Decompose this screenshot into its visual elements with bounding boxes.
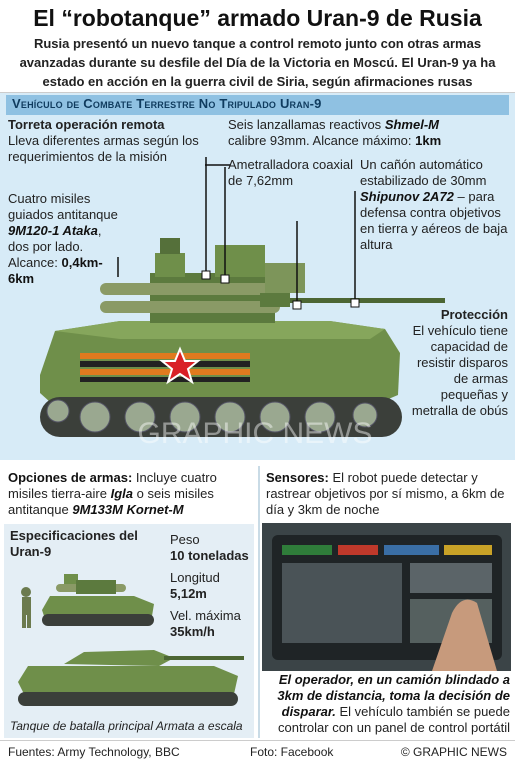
- missiles-range-label: Alcance:: [8, 255, 58, 270]
- missiles-line2: , dos por lado.: [8, 223, 102, 254]
- footer-credit: © GRAPHIC NEWS: [400, 745, 507, 759]
- turret-title: Torreta operación remota: [8, 117, 165, 132]
- operator-bold-text: El operador, en un camión blindado a 3km…: [277, 672, 510, 719]
- turret-text: Lleva diferentes armas según los requeri…: [8, 133, 199, 164]
- turret-block: Torreta operación remota Lleva diferente…: [8, 117, 208, 165]
- cannon-line1: Un cañón automático estabilizado de 30mm: [360, 157, 487, 188]
- flamethrower-line2: calibre 93mm. Alcance máximo:: [228, 133, 412, 148]
- specs-length: 5,12m: [170, 586, 207, 601]
- section-bar: Vehículo de Combate Terrestre No Tripula…: [6, 95, 509, 115]
- sensors-text: El robot puede detectar y rastrear objet…: [266, 470, 505, 517]
- missiles-line1: Cuatro misiles guiados antitanque: [8, 191, 118, 222]
- specs-length-label: Longitud: [170, 570, 220, 585]
- specs-box: Especificaciones del Uran-9 Peso 10 tone…: [4, 524, 254, 738]
- tank-illustration: GN: [40, 157, 445, 450]
- flamethrower-range: 1km: [415, 133, 442, 148]
- specs-illustration: [18, 574, 244, 706]
- page-subtitle: Rusia presentó un nuevo tanque a control…: [19, 36, 496, 89]
- weapon-options-name1: Igla: [110, 486, 133, 501]
- weapon-options-text1: Incluye cuatro misiles tierra-aire: [8, 470, 217, 501]
- machinegun-text: Ametralladora coaxial de 7,62mm: [228, 157, 354, 188]
- specs-weight-label: Peso: [170, 532, 200, 547]
- sensors-label: Sensores:: [266, 470, 329, 485]
- cannon-name: Shipunov 2A72: [360, 189, 454, 204]
- main-panel: Vehículo de Combate Terrestre No Tripula…: [0, 93, 515, 460]
- machinegun-block: Ametralladora coaxial de 7,62mm: [228, 157, 353, 189]
- weapon-options-label: Opciones de armas:: [8, 470, 133, 485]
- flamethrower-block: Seis lanzallamas reactivos Shmel-M calib…: [228, 117, 508, 149]
- armata-tank: [18, 650, 244, 706]
- page-title: El “robotanque” armado Uran-9 de Rusia: [33, 5, 482, 31]
- flamethrower-line1: Seis lanzallamas reactivos: [228, 117, 382, 132]
- missiles-name: 9M120-1 Ataka: [8, 223, 98, 238]
- specs-weight: 10 toneladas: [170, 548, 249, 563]
- missiles-range: 0,4km-6km: [8, 255, 103, 286]
- cannon-block: Un cañón automático estabilizado de 30mm…: [360, 157, 510, 253]
- footer-sources: Fuentes: Army Technology, BBC: [8, 745, 180, 759]
- control-panel-photo: [262, 523, 511, 671]
- protection-text: El vehículo tiene capacidad de resistir …: [411, 323, 508, 418]
- section-title: Vehículo de Combate Terrestre No Tripula…: [12, 96, 322, 111]
- watermark-text: GRAPHIC NEWS: [137, 417, 372, 450]
- uran9-small: [42, 574, 154, 626]
- operator-text: El vehículo también se puede controlar c…: [278, 704, 510, 735]
- operator-block: El operador, en un camión blindado a 3km…: [266, 672, 510, 736]
- column-divider: [258, 466, 260, 738]
- sensors-block: Sensores: El robot puede detectar y rast…: [266, 470, 508, 518]
- weapon-options-text2: o seis misiles antitanque: [8, 486, 214, 517]
- missiles-block: Cuatro misiles guiados antitanque 9M120-…: [8, 191, 126, 287]
- flamethrower-name: Shmel-M: [384, 117, 439, 132]
- footer: Fuentes: Army Technology, BBC Foto: Face…: [0, 740, 515, 765]
- protection-title: Protección: [440, 307, 508, 322]
- weapon-options-block: Opciones de armas: Incluye cuatro misile…: [8, 470, 253, 518]
- specs-speed: 35km/h: [170, 624, 215, 639]
- footer-photo: Foto: Facebook: [250, 745, 334, 759]
- header: El “robotanque” armado Uran-9 de Rusia R…: [0, 0, 515, 93]
- protection-block: Protección El vehículo tiene capacidad d…: [400, 307, 508, 419]
- weapon-options-name2: 9M133M Kornet-M: [72, 502, 184, 517]
- cannon-line2: – para defensa contra objetivos en tierr…: [360, 189, 508, 252]
- specs-title: Especificaciones del Uran-9: [10, 528, 138, 559]
- specs-speed-label: Vel. máxima: [170, 608, 241, 623]
- specs-caption: Tanque de batalla principal Armata a esc…: [10, 719, 243, 733]
- soldier-figure: [21, 587, 31, 628]
